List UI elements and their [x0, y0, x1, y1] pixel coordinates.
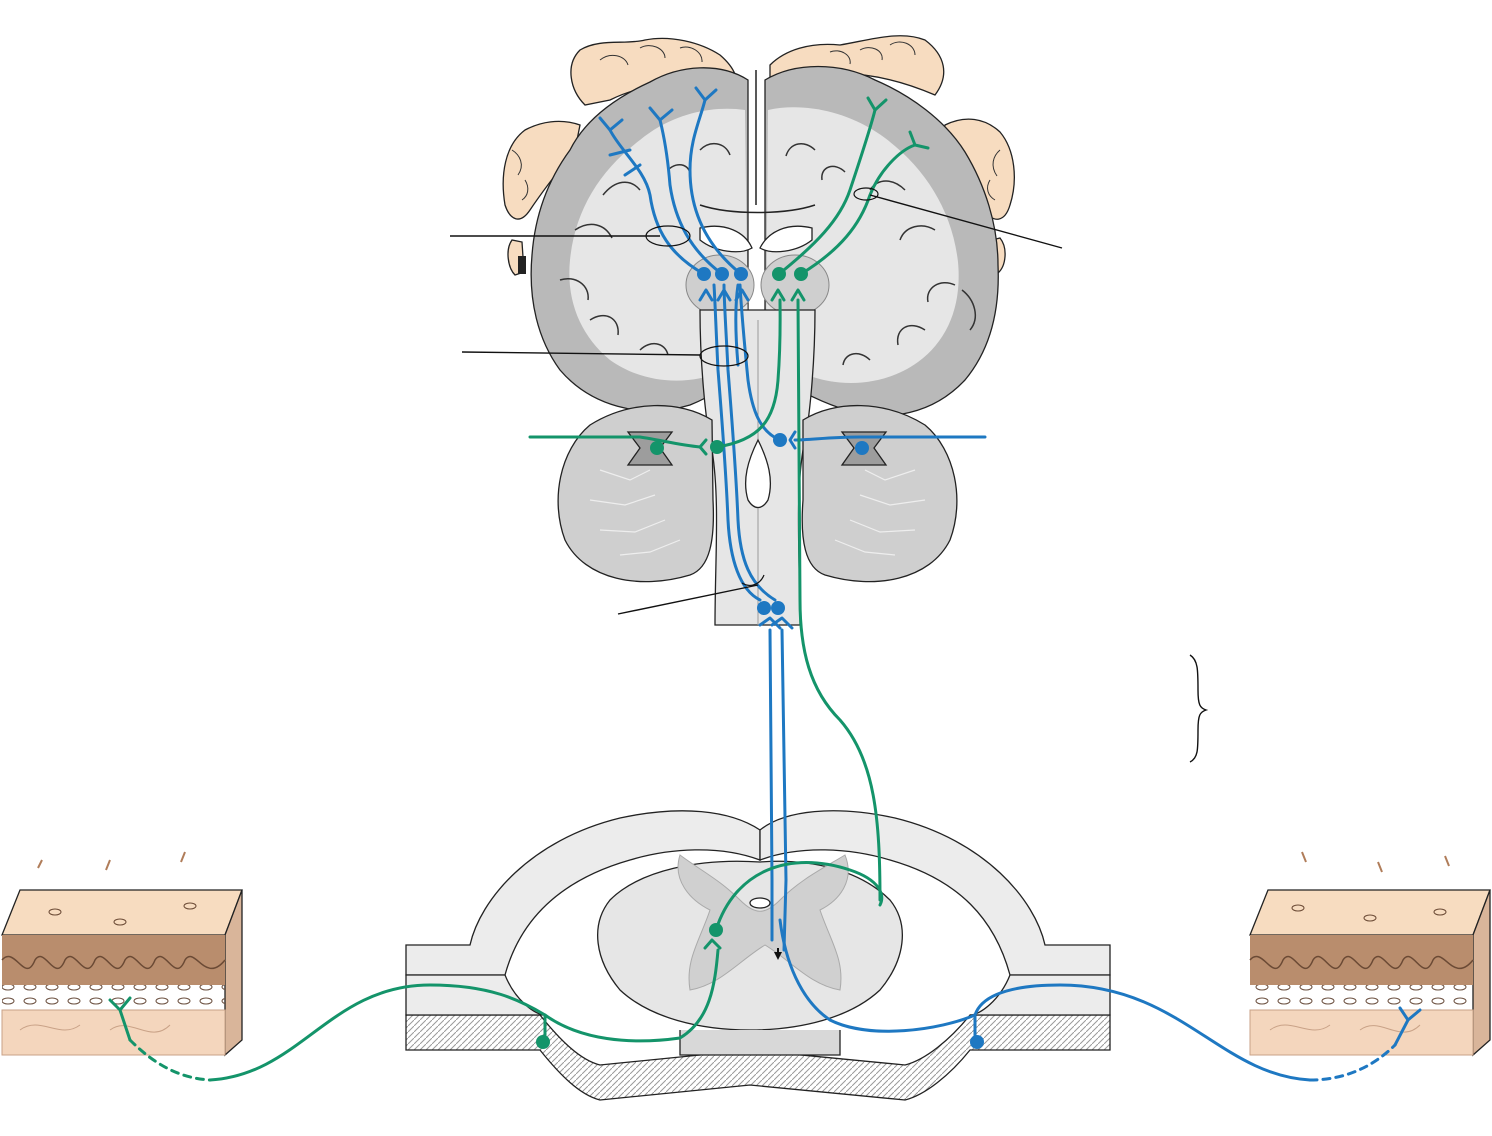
homunculus-left-face: [502, 120, 581, 220]
green-pathway: [108, 96, 930, 1082]
leader-lines: [450, 187, 1209, 763]
leader-dorsal-column-nuclei: [617, 584, 759, 615]
ventral-root-left: [405, 974, 546, 1016]
spinal-cord-section: [405, 810, 1111, 1101]
lateral-ventricles: [699, 225, 813, 253]
homunculus-left-ear: [507, 239, 526, 276]
spinal-cord-gray-matter: [677, 854, 849, 991]
trigeminal-ganglion-cell-left: [650, 441, 664, 455]
corona-radiata-marker: [853, 187, 879, 201]
dorsal-root-ganglion-cell-left: [536, 1035, 550, 1049]
leader-medial-lemniscus: [461, 351, 701, 356]
internal-capsule-marker: [645, 225, 691, 247]
brain-coronal-section: [530, 65, 999, 626]
skin-block-left: [1, 851, 243, 1057]
medial-lemniscus-marker: [699, 345, 749, 367]
dorsal-column-nucleus-cell-1: [757, 601, 771, 615]
thalamus-right: [760, 254, 830, 316]
trigeminal-ganglion-cell-right: [855, 441, 869, 455]
cerebellum-right: [801, 404, 958, 583]
dorsal-root-ganglion-cell-right: [970, 1035, 984, 1049]
cerebellum-left: [557, 404, 715, 583]
spinal-cord-slab: [405, 1014, 1111, 1101]
leader-corona-radiata: [869, 194, 1063, 249]
corpus-callosum: [699, 204, 816, 214]
blue-pathway: [598, 86, 1422, 1082]
cerebellar-folia: [589, 469, 926, 556]
dorsal-root-right: [759, 810, 1111, 976]
thalamus-left: [685, 254, 755, 316]
dorsal-column-nucleus-cell-2: [771, 601, 785, 615]
cerebellum: [557, 404, 958, 583]
fourth-ventricle: [745, 438, 771, 509]
skin-block-right: [1249, 851, 1491, 1057]
central-canal: [749, 897, 771, 909]
spinal-level-brace: [1189, 654, 1209, 763]
ventral-root-right: [969, 974, 1111, 1016]
